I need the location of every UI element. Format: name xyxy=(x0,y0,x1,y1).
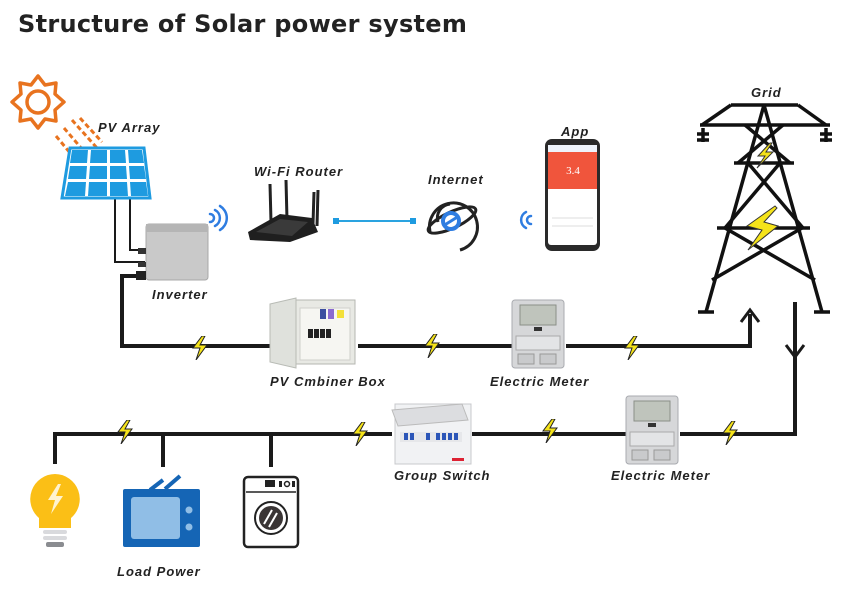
wire-pv-inverter-1 xyxy=(129,196,148,251)
arrow-down-icon xyxy=(784,344,806,360)
wire-grid-meter xyxy=(680,302,797,436)
bolt-icon xyxy=(542,419,558,443)
sun-icon xyxy=(10,74,66,130)
arrow-up-icon xyxy=(739,307,761,323)
router-label: Wi-Fi Router xyxy=(254,164,344,179)
bolt-icon xyxy=(192,336,208,360)
power-tower-icon xyxy=(697,103,832,314)
bolt-icon xyxy=(424,334,440,358)
bolt-icon xyxy=(722,421,738,445)
combiner-box-label: PV Cmbiner Box xyxy=(270,374,386,389)
app-label: App xyxy=(561,124,590,139)
bolt-icon xyxy=(745,205,780,251)
phone-icon xyxy=(545,139,600,251)
meter-bottom-label: Electric Meter xyxy=(611,468,711,483)
wire-pv-inverter-2 xyxy=(114,196,145,263)
wifi-signal-icon xyxy=(208,204,229,232)
inverter-label: Inverter xyxy=(152,287,208,302)
internet-label: Internet xyxy=(428,172,484,187)
network-link xyxy=(333,218,416,224)
wire-inverter-combiner xyxy=(120,274,270,348)
bolt-icon xyxy=(352,422,368,446)
bolt-icon xyxy=(117,420,133,444)
electric-meter-icon xyxy=(625,395,679,465)
solar-panel-icon xyxy=(60,146,152,200)
inverter-icon xyxy=(136,223,209,281)
app-reading: 3.4 xyxy=(566,165,580,177)
tv-icon xyxy=(123,474,200,547)
wifi-signal-icon xyxy=(519,210,533,230)
grid-label: Grid xyxy=(751,85,782,100)
pv-array-label: PV Array xyxy=(98,120,161,135)
light-bulb-icon xyxy=(30,474,80,547)
globe-icon xyxy=(426,201,479,252)
bolt-icon xyxy=(756,142,775,169)
bolt-icon xyxy=(624,336,640,360)
page-title: Structure of Solar power system xyxy=(18,10,468,38)
combiner-box-icon xyxy=(269,297,356,369)
group-switch-label: Group Switch xyxy=(394,468,491,483)
group-switch-icon xyxy=(391,403,472,465)
load-power-label: Load Power xyxy=(117,564,201,579)
electric-meter-icon xyxy=(511,299,565,369)
wire-switch-load xyxy=(53,432,392,464)
wire-meter-grid xyxy=(566,314,752,348)
router-icon xyxy=(248,179,320,242)
washing-machine-icon xyxy=(242,475,300,549)
meter-top-label: Electric Meter xyxy=(490,374,590,389)
